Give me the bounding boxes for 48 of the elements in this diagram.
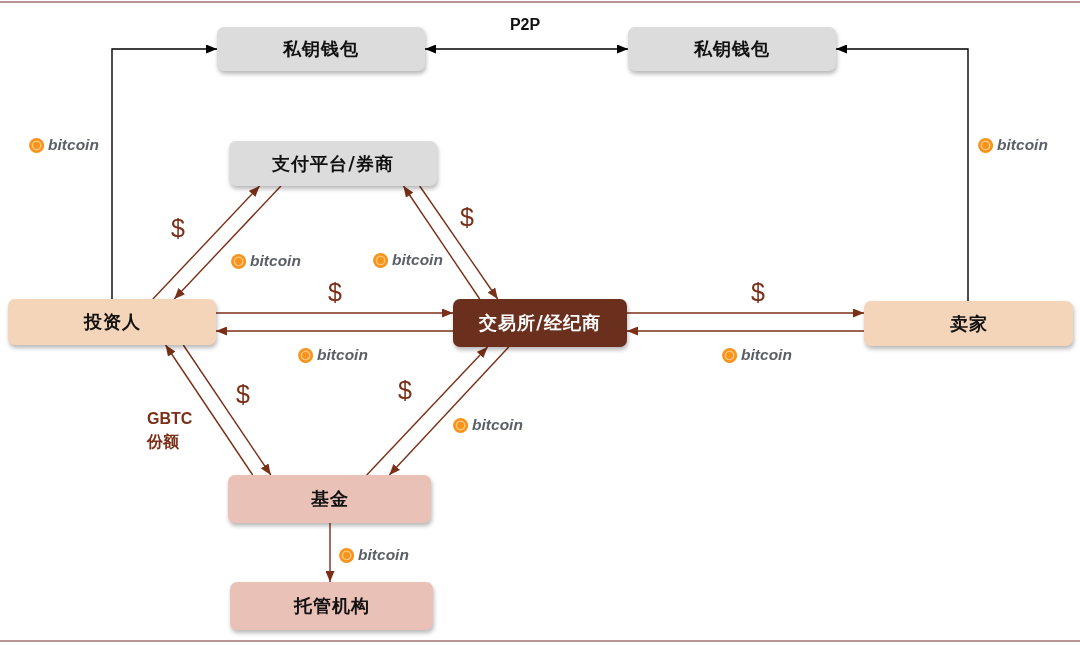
arrow xyxy=(111,44,218,300)
process-box xyxy=(228,475,431,523)
arrow xyxy=(626,326,865,336)
node-text: 私钥钱包 xyxy=(283,37,359,61)
edge-label: bitcoin xyxy=(741,346,792,364)
edge-label: bitcoin xyxy=(358,546,409,564)
arrow xyxy=(424,44,629,54)
node-text: 私钥钱包 xyxy=(694,37,770,61)
edge-label: bitcoin xyxy=(250,252,301,270)
node-text: 支付平台/券商 xyxy=(272,151,394,176)
process-box xyxy=(453,299,627,347)
arrow xyxy=(215,308,454,318)
node-text: 交易所/经纪商 xyxy=(479,311,601,335)
arrow xyxy=(325,522,335,583)
edge-label: bitcoin xyxy=(997,136,1048,154)
arrow xyxy=(366,346,489,476)
edge-label: bitcoin xyxy=(48,136,99,154)
edge-label: bitcoin xyxy=(317,346,368,364)
node-text: 投资人 xyxy=(83,310,141,334)
node-text: 托管机构 xyxy=(293,594,370,618)
process-box xyxy=(230,582,433,630)
arrow xyxy=(419,185,499,300)
edge-label: P2P xyxy=(509,16,541,34)
arrow xyxy=(164,344,254,476)
arrow xyxy=(388,346,510,476)
arrow xyxy=(182,344,272,476)
arrow xyxy=(835,44,969,302)
edge-label: bitcoin xyxy=(472,416,523,434)
edge-label: $ xyxy=(328,279,342,305)
arrow xyxy=(173,185,282,300)
edge-label: $ xyxy=(171,215,185,241)
edge-label: $ xyxy=(398,377,412,403)
arrow xyxy=(626,308,865,318)
node-text: 基金 xyxy=(310,487,349,511)
arrow xyxy=(152,185,261,300)
edge-label: $ xyxy=(751,279,765,305)
node-text: 卖家 xyxy=(949,311,988,336)
edge-label: $ xyxy=(460,204,474,230)
process-box xyxy=(8,299,216,345)
process-box xyxy=(628,27,836,71)
process-box xyxy=(217,27,425,71)
edge-label: bitcoin xyxy=(392,251,443,269)
process-box xyxy=(864,301,1073,346)
edge-label: GBTC 份额 xyxy=(147,408,193,452)
arrow xyxy=(402,185,481,300)
arrow xyxy=(215,326,454,336)
process-box xyxy=(229,141,437,186)
edge-label: $ xyxy=(236,381,250,407)
